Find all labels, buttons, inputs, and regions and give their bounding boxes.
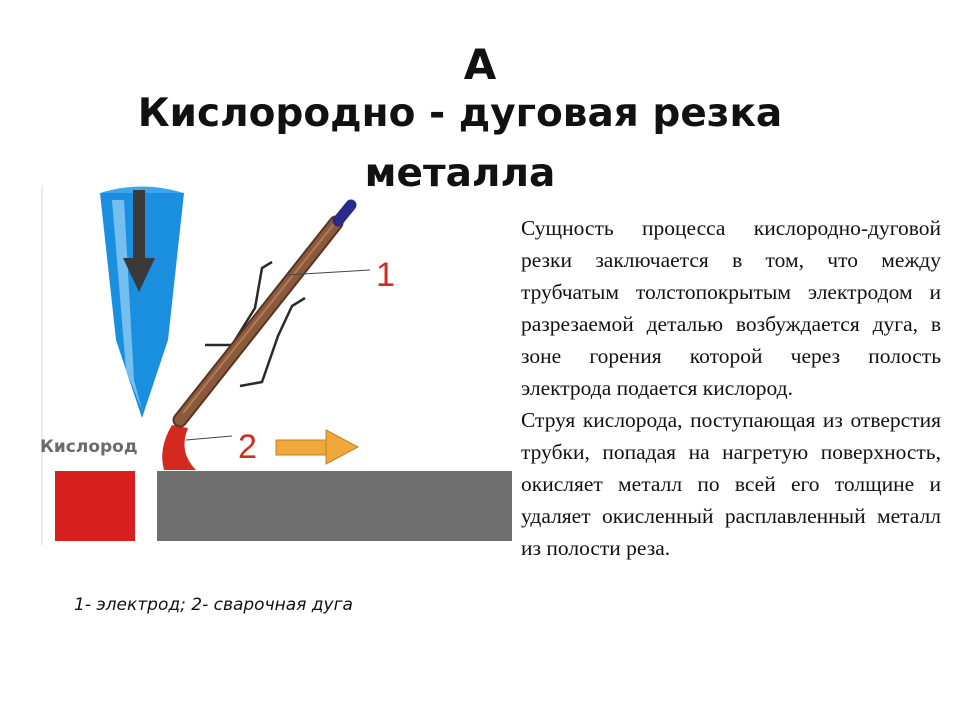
red-block (55, 471, 135, 541)
callout-2-leader (185, 435, 233, 441)
oxygen-label: Кислород (40, 437, 138, 457)
process-description: Сущность процесса кислородно-дуговой рез… (521, 212, 941, 564)
slide-title-line-2: металла (364, 151, 556, 196)
electrode-shell-lines (205, 260, 306, 388)
workpiece (157, 471, 512, 541)
electrode (172, 199, 357, 428)
slide-letter: А (463, 40, 497, 89)
slide-title: Кислородно - дуговая резка металла (0, 84, 920, 204)
oxygen-flow-arrow-icon (123, 190, 155, 292)
callout-1-leader (285, 269, 371, 276)
callout-1-label: 1 (376, 256, 395, 294)
direction-arrow-icon (275, 429, 360, 465)
callout-2-label: 2 (238, 428, 257, 466)
description-paragraph-1: Сущность процесса кислородно-дуговой рез… (521, 216, 941, 400)
description-paragraph-2: Струя кислорода, поступающая из отверсти… (521, 408, 941, 560)
oxygen-nozzle (100, 186, 184, 418)
diagram-caption: 1- электрод; 2- сварочная дуга (74, 595, 353, 615)
slide-title-line-1: Кислородно - дуговая резка (137, 91, 783, 136)
welding-arc (162, 425, 196, 470)
